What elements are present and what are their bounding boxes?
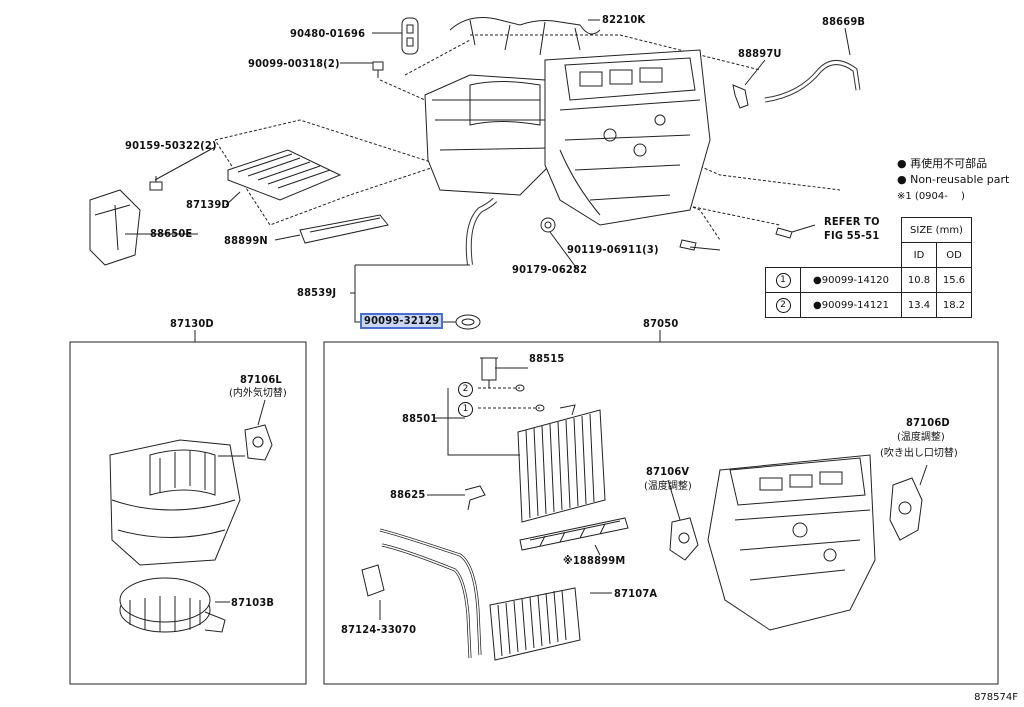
hvac-case-upper: [424, 49, 711, 226]
label-88515: 88515: [529, 352, 565, 365]
label-87130D: 87130D: [170, 317, 214, 330]
circle-mark: 1: [775, 272, 791, 288]
evaporator: [517, 404, 606, 523]
row-id: 13.4: [901, 292, 937, 318]
note-87106L: (内外気切替): [229, 388, 287, 399]
label-87106V: 87106V: [646, 465, 690, 478]
size-table: SIZE (mm) ID OD 1 ●90099-14120 10.8 15.6…: [765, 217, 972, 318]
size-header: SIZE (mm): [901, 217, 972, 243]
label-87103B: 87103B: [231, 596, 275, 609]
refer-line-1: REFER TO: [824, 215, 880, 228]
label-90099-32129-highlighted[interactable]: 90099-32129: [360, 313, 444, 329]
filter-87139: [227, 149, 342, 201]
hvac-case-right: [707, 454, 876, 631]
label-90480-01696: 90480-01696: [290, 27, 366, 40]
col-od: OD: [936, 242, 972, 268]
label-87124-33070: 87124-33070: [341, 623, 417, 636]
refer-line-2[interactable]: FIG 55-51: [824, 229, 880, 242]
wire-harness: [449, 17, 601, 56]
label-87106L: 87106L: [240, 373, 282, 386]
table-row: 1 ●90099-14120 10.8 15.6: [765, 267, 972, 293]
table-row: 2 ●90099-14121 13.4 18.2: [765, 292, 972, 318]
row-id: 10.8: [901, 267, 937, 293]
label-82210K: 82210K: [602, 13, 646, 26]
row-od: 15.6: [936, 267, 972, 293]
row-od: 18.2: [936, 292, 972, 318]
row-part: ●90099-14121: [800, 292, 902, 318]
legend-jp: ● 再使用不可部品: [897, 157, 988, 170]
label-87139D: 87139D: [186, 198, 230, 211]
label-88897U: 88897U: [738, 47, 782, 60]
label-90099-00318: 90099-00318(2): [248, 57, 340, 70]
drain-hose-88669: [764, 60, 861, 103]
circle-mark: 2: [775, 297, 791, 313]
label-90159-50322: 90159-50322(2): [125, 139, 217, 152]
label-88899M: ※188899M: [563, 554, 626, 567]
label-88625: 88625: [390, 488, 426, 501]
note-87106D-1: (温度調整): [897, 432, 945, 443]
row-part: ●90099-14120: [800, 267, 902, 293]
blower-assy-box: [69, 341, 307, 685]
label-90119-06911: 90119-06911(3): [567, 243, 659, 256]
label-87050: 87050: [643, 317, 679, 330]
amplifier-88650: [89, 189, 141, 266]
blower-motor: [119, 577, 226, 633]
label-88501: 88501: [402, 412, 438, 425]
circle-mark-2: 2: [458, 382, 473, 397]
label-88669B: 88669B: [822, 15, 866, 28]
circle-mark-1: 1: [458, 402, 473, 417]
label-87107A: 87107A: [614, 587, 658, 600]
legend-note: ※1 (0904- ): [897, 191, 965, 202]
figure-id: 878574F: [974, 692, 1018, 703]
label-87106D: 87106D: [906, 416, 950, 429]
label-88539J: 88539J: [297, 286, 337, 299]
blower-case: [109, 439, 241, 566]
col-id: ID: [901, 242, 937, 268]
note-87106D-2: (吹き出し口切替): [880, 448, 958, 459]
label-90179-06282: 90179-06282: [512, 263, 588, 276]
note-87106V: (温度調整): [644, 481, 692, 492]
heater-core: [379, 528, 581, 661]
heater-unit-box: [323, 341, 999, 685]
legend-en: ● Non-reusable part: [897, 173, 1010, 186]
label-88650E: 88650E: [150, 227, 193, 240]
label-88899N: 88899N: [224, 234, 268, 247]
